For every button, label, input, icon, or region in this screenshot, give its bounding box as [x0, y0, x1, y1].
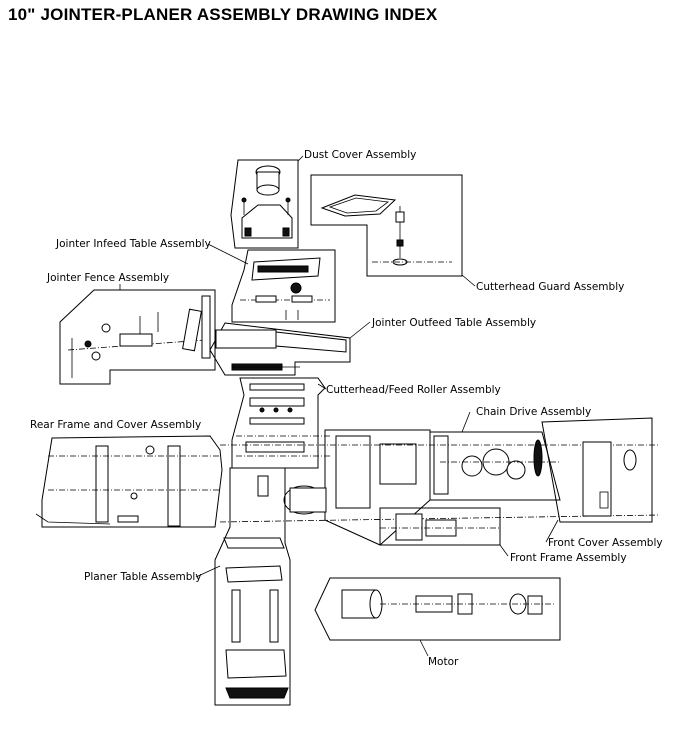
front-frame-label: Front Frame Assembly [510, 552, 627, 564]
cutterhead-guard-label: Cutterhead Guard Assembly [476, 281, 624, 293]
jointer-fence-label: Jointer Fence Assembly [46, 272, 169, 284]
chain-drive-assembly-panel[interactable] [429, 431, 561, 501]
cutterhead-feed-roller-assembly-panel[interactable] [231, 377, 330, 469]
cutterhead-guard-assembly-panel[interactable] [310, 174, 463, 277]
dust-cover-label: Dust Cover Assembly [304, 149, 416, 161]
motor-panel[interactable] [314, 577, 561, 641]
cutterhead-feed-label: Cutterhead/Feed Roller Assembly [326, 384, 501, 396]
jointer-infeed-label: Jointer Infeed Table Assembly [55, 238, 211, 250]
planer-body [219, 429, 661, 546]
page-title: 10" JOINTER-PLANER ASSEMBLY DRAWING INDE… [8, 5, 438, 24]
jointer-fence-assembly-panel[interactable] [59, 289, 216, 385]
front-cover-label: Front Cover Assembly [548, 537, 663, 549]
rear-frame-cover-assembly-panel[interactable] [35, 435, 223, 528]
front-cover-assembly-panel[interactable] [541, 417, 653, 523]
jointer-outfeed-label: Jointer Outfeed Table Assembly [371, 317, 536, 329]
motor-label: Motor [428, 656, 459, 668]
dust-cover-assembly-panel[interactable] [230, 159, 299, 249]
front-frame-assembly-panel[interactable] [379, 507, 501, 546]
rear-frame-cover-label: Rear Frame and Cover Assembly [30, 419, 201, 431]
jointer-infeed-table-assembly-panel[interactable] [231, 249, 336, 323]
chain-drive-label: Chain Drive Assembly [476, 406, 591, 418]
planer-table-assembly-panel[interactable] [214, 467, 291, 706]
jointer-outfeed-table-assembly-panel[interactable] [209, 322, 351, 376]
planer-table-label: Planer Table Assembly [84, 571, 202, 583]
